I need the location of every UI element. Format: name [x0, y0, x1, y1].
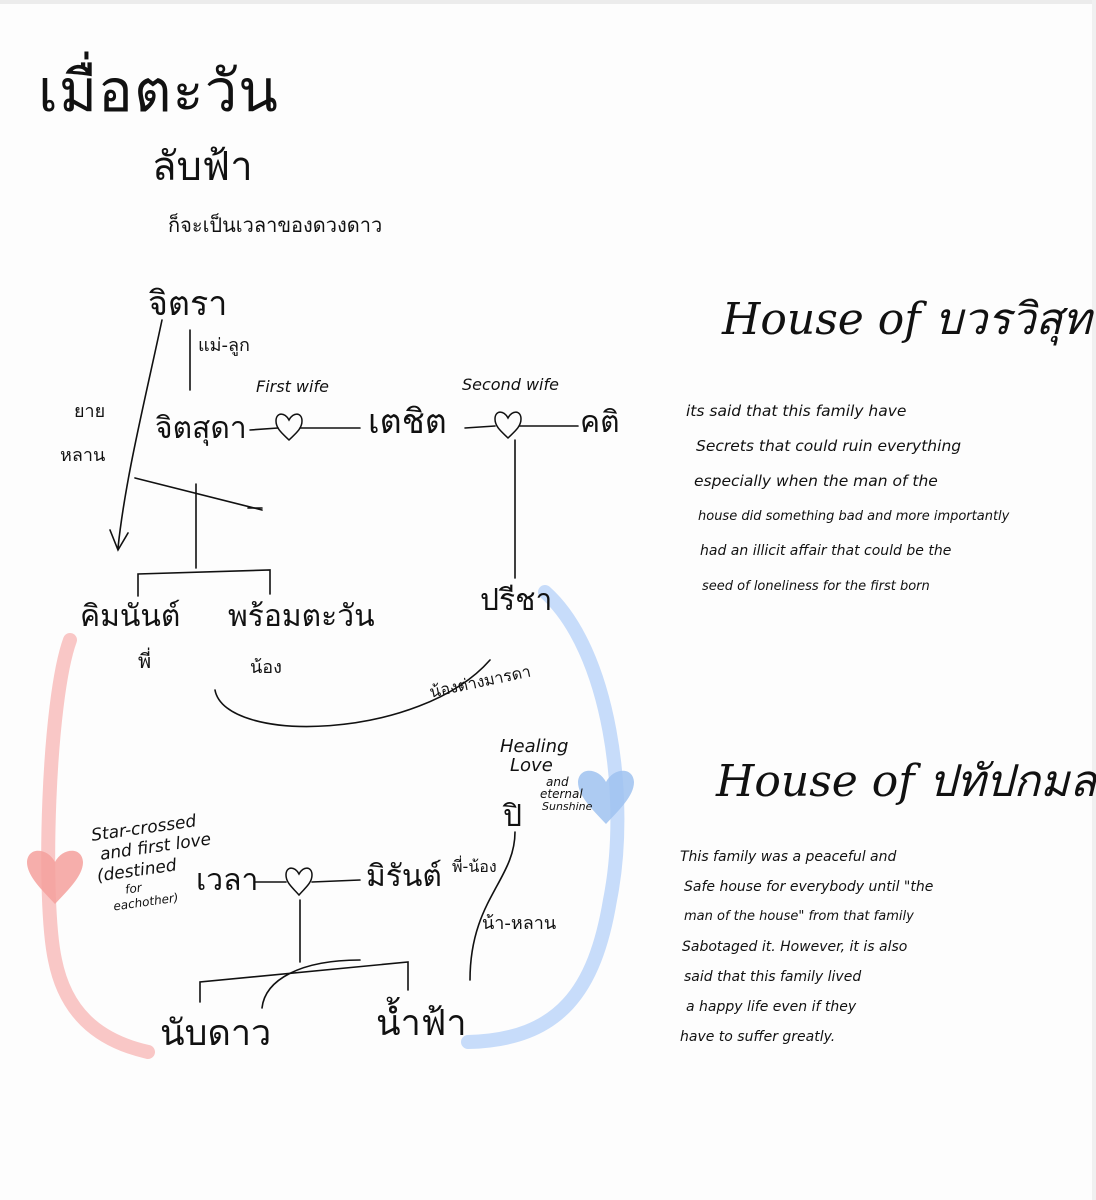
line-children-bracket — [137, 569, 271, 597]
label-nong: น้อง — [250, 657, 282, 678]
line-grandchildren-curve — [261, 959, 361, 1009]
heart-icon-second-marriage — [494, 411, 522, 440]
pink-band — [41, 633, 155, 1059]
line-wela-miran-2 — [311, 879, 361, 883]
person-prommatawan: พร้อมตะวัน — [228, 599, 375, 634]
house-1-line: Secrets that could ruin everything — [696, 437, 962, 455]
house-1-title: House of บวรวิสุทธิ์ — [722, 294, 1096, 345]
house-2-line: Safe house for everybody until "the — [684, 879, 934, 895]
healing-line-5: Sunshine — [542, 799, 593, 813]
house-1-line: its said that this family have — [686, 402, 907, 420]
house-1-line: seed of loneliness for the first born — [702, 579, 930, 594]
pink-band-heart-icon — [27, 850, 83, 904]
page-tagline: ก็จะเป็นเวลาของดวงดาว — [168, 213, 383, 237]
house-2-line: have to suffer greatly. — [680, 1029, 836, 1045]
healing-line-3: and — [546, 774, 569, 789]
person-wela: เวลา — [196, 863, 259, 898]
page-top-border — [0, 0, 1096, 4]
arrow-yai-lan-head — [109, 529, 129, 552]
page-right-border — [1092, 0, 1096, 1200]
house-1-description: its said that this family have Secrets t… — [686, 394, 1009, 604]
person-pi: ปิ — [503, 799, 523, 834]
label-lan: หลาน — [60, 445, 106, 466]
line-first-wife — [249, 427, 279, 431]
person-kammanan: คิมนันต์ — [80, 599, 181, 634]
curve-half-sibling — [214, 659, 491, 728]
heart-icon-wela-miran — [285, 867, 313, 897]
line-second-wife — [464, 425, 496, 429]
house-2-line: This family was a peaceful and — [680, 849, 897, 865]
label-phi: พี่ — [138, 649, 152, 673]
label-first-wife: First wife — [256, 377, 329, 396]
blue-band — [461, 585, 625, 1049]
house-1-line: especially when the man of the — [694, 472, 938, 490]
person-jitra: จิตรา — [148, 284, 228, 324]
healing-line-4: eternal — [540, 787, 583, 802]
house-2-line: a happy life even if they — [686, 999, 857, 1015]
healing-line-2: Love — [510, 754, 553, 776]
label-healing-love: Healing Love and eternal Sunshine — [500, 736, 593, 813]
house-1-line: house did something bad and more importa… — [698, 509, 1010, 524]
house-2-line: said that this family lived — [684, 969, 862, 985]
label-yai: ยาย — [74, 401, 106, 422]
house-1-line: had an illicit affair that could be the — [700, 543, 952, 559]
label-na-lan: น้า-หลาน — [482, 913, 557, 934]
line-grandchildren-bracket — [199, 961, 409, 1003]
line-pi-namfa — [469, 831, 516, 981]
label-second-wife: Second wife — [462, 375, 559, 394]
house-2-description: This family was a peaceful and Safe hous… — [680, 842, 933, 1052]
label-phi-nong: พี่-น้อง — [452, 857, 497, 876]
person-khati: คติ — [580, 405, 620, 440]
page-subtitle: ลับฟ้า — [152, 144, 253, 190]
person-miran: มิรันต์ — [366, 859, 442, 894]
healing-line-1: Healing — [500, 736, 569, 757]
person-namfa: น้ำฟ้า — [376, 1003, 467, 1044]
page-title: เมื่อตะวัน — [38, 57, 279, 125]
house-2-line: man of the house" from that family — [684, 909, 914, 924]
house-2-line: Sabotaged it. However, it is also — [682, 939, 908, 955]
label-mae-luk: แม่-ลูก — [198, 335, 250, 356]
heart-icon-first-marriage — [275, 413, 303, 442]
person-patcha: ปรีชา — [480, 583, 553, 618]
arrow-yai-lan — [117, 319, 163, 549]
blue-band-heart-icon — [578, 770, 634, 824]
person-jitsuda: จิตสุดา — [155, 411, 247, 446]
person-techit: เตชิต — [368, 402, 447, 442]
house-2-title: House of ปทัปกมล — [716, 756, 1096, 807]
person-nabdao: นับดาว — [160, 1013, 272, 1054]
line-cross — [134, 477, 263, 511]
